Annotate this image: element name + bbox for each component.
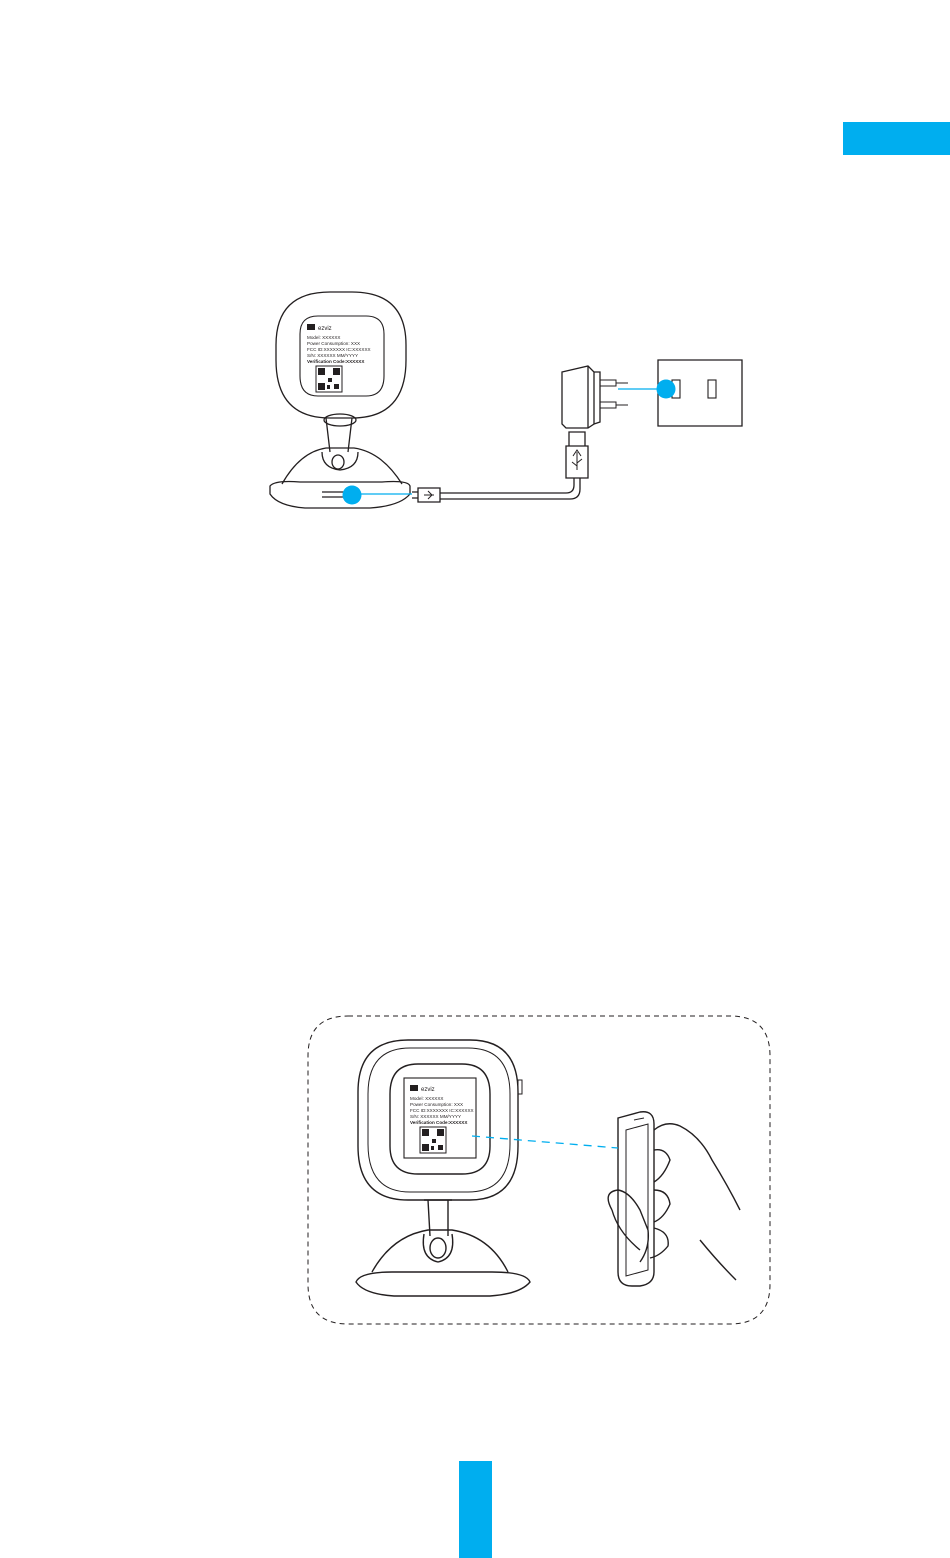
hand [608,1124,740,1280]
camera-base-front [372,1230,508,1272]
svg-text:Verification Code:XXXXXX: Verification Code:XXXXXX [410,1120,468,1125]
dashed-frame [308,1016,770,1324]
svg-text:ezviz: ezviz [421,1087,435,1093]
smartphone [618,1112,654,1286]
scan-line [472,1136,618,1148]
svg-text:FCC ID:XXXXXXX IC:XXXXXX: FCC ID:XXXXXXX IC:XXXXXX [410,1108,474,1113]
svg-text:S/N: XXXXXX MM/YYYY: S/N: XXXXXX MM/YYYY [410,1114,461,1119]
svg-text:Model: XXXXXX: Model: XXXXXX [410,1096,443,1101]
camera-front-label-text: ezviz Model: XXXXXX Power Consumption: X… [410,1085,474,1125]
qr-code-front [420,1127,446,1153]
page-number-marker [459,1461,492,1558]
svg-text:Power Consumption: XXX: Power Consumption: XXX [410,1102,463,1107]
